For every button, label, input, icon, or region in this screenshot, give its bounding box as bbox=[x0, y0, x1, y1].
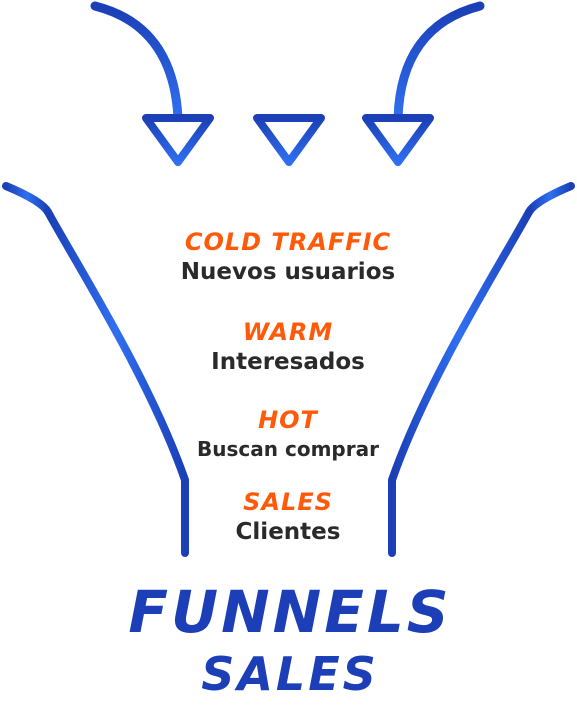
funnel-outline bbox=[2, 182, 575, 557]
diagram-subtitle: SALES bbox=[201, 647, 379, 701]
stage-label: COLD TRAFFIC bbox=[185, 228, 391, 256]
stage-hot: HOT Buscan comprar bbox=[197, 406, 379, 461]
stage-sublabel: Buscan comprar bbox=[197, 437, 379, 461]
stage-label: SALES bbox=[243, 488, 333, 516]
arrow-down-icon bbox=[90, 1, 214, 166]
stage-label: WARM bbox=[243, 318, 334, 346]
stage-sales: SALES Clientes bbox=[236, 488, 341, 545]
stage-warm: WARM Interesados bbox=[211, 318, 365, 375]
stage-sublabel: Clientes bbox=[236, 519, 341, 545]
stage-sublabel: Interesados bbox=[211, 349, 365, 375]
arrow-down-icon bbox=[253, 3, 325, 166]
stage-sublabel: Nuevos usuarios bbox=[181, 259, 395, 285]
diagram-title: FUNNELS bbox=[128, 578, 451, 646]
stage-label: HOT bbox=[258, 406, 318, 434]
arrow-down-icon bbox=[362, 1, 485, 166]
stage-cold-traffic: COLD TRAFFIC Nuevos usuarios bbox=[181, 228, 395, 285]
